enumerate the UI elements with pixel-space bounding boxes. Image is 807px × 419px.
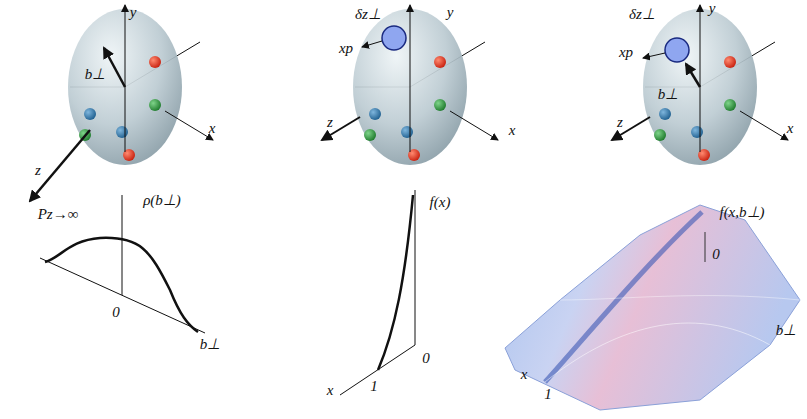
- axis-label: y: [447, 5, 454, 20]
- momentum-label: Pz→∞: [38, 207, 79, 222]
- origin-label: 0: [422, 351, 430, 366]
- impact-parameter-label: b⊥: [85, 67, 106, 82]
- tick-label: 1: [370, 379, 378, 394]
- axis-label: z: [617, 115, 623, 130]
- axis-label: z: [327, 115, 333, 130]
- origin-label: 0: [112, 305, 120, 320]
- axis-label: b⊥: [776, 323, 797, 338]
- axis-label: x: [209, 121, 216, 136]
- impact-parameter-label: b⊥: [658, 87, 679, 102]
- size-label: δz⊥: [355, 7, 381, 22]
- plot-title: ρ(b⊥): [143, 193, 181, 208]
- size-label: δz⊥: [629, 7, 655, 22]
- proton-ellipsoid: [353, 5, 498, 165]
- axis-label: x: [327, 383, 334, 398]
- axis-label: b⊥: [200, 337, 221, 352]
- plot-title: f(x,b⊥): [719, 205, 764, 220]
- proton-ellipsoid: [68, 5, 213, 165]
- momentum-fraction-label: xp: [619, 45, 633, 60]
- axis-label: y: [709, 1, 716, 16]
- axis-label: z: [35, 163, 41, 178]
- axis-label: x: [521, 367, 528, 382]
- axis-label: x: [787, 121, 794, 136]
- axis-label: x: [509, 123, 516, 138]
- proton-ellipsoid: [643, 5, 788, 165]
- axis-label: y: [130, 5, 137, 20]
- momentum-fraction-label: xp: [339, 41, 353, 56]
- origin-label: 0: [712, 247, 720, 262]
- tick-label: 1: [544, 387, 552, 402]
- plot-title: f(x): [430, 195, 451, 210]
